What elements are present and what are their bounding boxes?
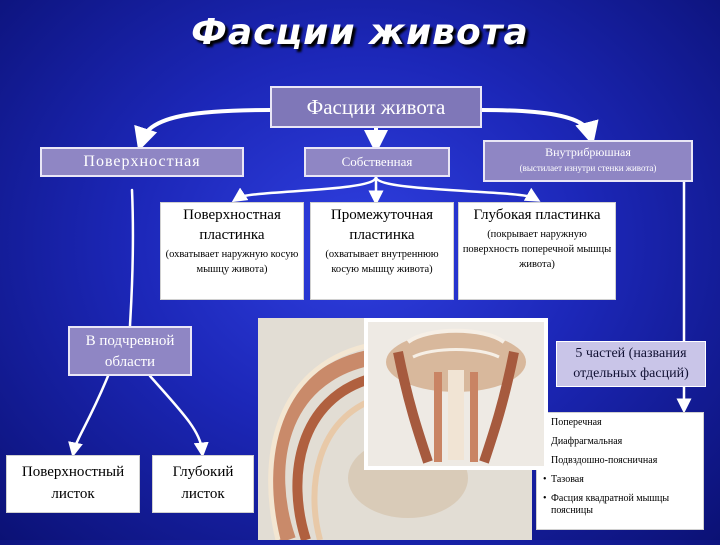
arrow-root-to-superficial bbox=[134, 108, 272, 152]
arrow-root-to-intra bbox=[480, 108, 599, 146]
lamina-note: (охватывает наружную косую мышцу живота) bbox=[165, 249, 299, 275]
lamina-intermediate: Промежуточная пластинка (охватывает внут… bbox=[310, 202, 454, 300]
root-box: Фасции живота bbox=[270, 86, 482, 128]
list-item: Поперечная bbox=[543, 417, 699, 429]
category-intra: Внутрибрюшная (выстилает изнутри стенки … bbox=[483, 140, 693, 182]
list-item: Фасция квадратной мышцы поясницы bbox=[543, 493, 699, 517]
list-item: Тазовая bbox=[543, 474, 699, 486]
anatomy-torso-image bbox=[364, 318, 548, 470]
arrow-own-to-lamina-1 bbox=[231, 175, 378, 203]
list-item: Диафрагмальная bbox=[543, 436, 699, 448]
torso-drawing bbox=[368, 322, 544, 466]
line-superficial-down bbox=[128, 188, 135, 328]
category-superficial: Поверхностная bbox=[40, 147, 244, 177]
arrow-hypo-to-leaf-1 bbox=[68, 374, 110, 458]
category-intra-note: (выстилает изнутри стенки живота) bbox=[519, 163, 657, 173]
lamina-superficial: Поверхностная пластинка (охватывает нару… bbox=[160, 202, 304, 300]
parts-summary-box: 5 частей (названия отдельных фасций) bbox=[556, 341, 706, 387]
lamina-note: (охватывает внутреннюю косую мышцу живот… bbox=[325, 249, 439, 275]
lamina-name: Поверхностная пластинка bbox=[183, 207, 281, 243]
lamina-name: Промежуточная пластинка bbox=[330, 207, 434, 243]
arrow-hypo-to-leaf-2 bbox=[148, 374, 209, 458]
hypogastric-box: В подчревной области bbox=[68, 326, 192, 376]
category-own: Собственная bbox=[304, 147, 450, 177]
slide-title: Фасции живота bbox=[191, 12, 529, 53]
category-intra-label: Внутрибрюшная bbox=[545, 145, 631, 159]
lamina-name: Глубокая пластинка bbox=[473, 207, 601, 223]
leaf-deep: Глубокий листок bbox=[152, 455, 254, 513]
lamina-deep: Глубокая пластинка (покрывает наружную п… bbox=[458, 202, 616, 300]
list-item: Подвздошно-поясничная bbox=[543, 455, 699, 467]
leaf-superficial: Поверхностный листок bbox=[6, 455, 140, 513]
fascia-parts-list: Поперечная Диафрагмальная Подвздошно-поя… bbox=[536, 412, 704, 530]
arrow-own-to-lamina-3 bbox=[374, 175, 541, 202]
lamina-note: (покрывает наружную поверхность поперечн… bbox=[462, 229, 612, 270]
